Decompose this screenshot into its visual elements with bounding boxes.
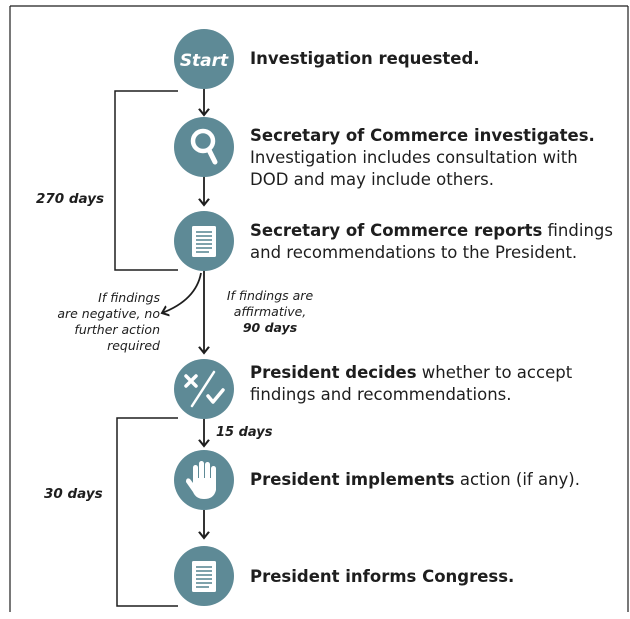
affirmative-branch-note: If findings are affirmative, 90 days — [210, 288, 330, 336]
negative-note-line-3: further action — [74, 322, 160, 337]
negative-note-line-1: If findings — [98, 290, 160, 305]
step-4-text: President decides whether to accept find… — [250, 362, 572, 406]
document-icon-2 — [174, 546, 234, 606]
step-3-rest: findings — [542, 221, 613, 240]
negative-note-line-2: are negative, no — [57, 306, 160, 321]
step-3-line2: and recommendations to the President. — [250, 243, 578, 262]
negative-branch-note: If findings are negative, no further act… — [28, 290, 160, 354]
bracket-270-days-label: 270 days — [36, 191, 105, 207]
step-5-rest: action (if any). — [454, 470, 580, 489]
bracket-30-days — [116, 417, 178, 607]
step-1-bold: Investigation requested. — [250, 49, 480, 68]
step-4-rest: whether to accept — [416, 363, 573, 382]
negative-note-line-4: required — [107, 338, 160, 353]
affirmative-note-line-2: affirmative, — [233, 304, 307, 319]
step-3-bold: Secretary of Commerce reports — [250, 221, 543, 240]
step-5-text: President implements action (if any). — [250, 469, 580, 491]
affirmative-note-line-1: If findings are — [226, 288, 314, 303]
step-6-bold: President informs Congress. — [250, 567, 515, 586]
step-2-text: Secretary of Commerce investigates. Inve… — [250, 125, 595, 191]
start-icon: Start — [174, 29, 234, 89]
step-5-bold: President implements — [250, 470, 455, 489]
step-6-text: President informs Congress. — [250, 566, 514, 588]
hand-icon — [174, 450, 234, 510]
document-icon — [174, 211, 234, 271]
step-2-line3: DOD and may include others. — [250, 170, 494, 189]
svg-text:Start: Start — [180, 51, 229, 71]
bracket-270-days — [114, 90, 178, 271]
affirmative-note-days: 90 days — [242, 320, 298, 335]
short-gap-label: 15 days — [216, 425, 273, 440]
check-x-icon — [174, 359, 234, 419]
step-2-bold: Secretary of Commerce investigates. — [250, 126, 595, 145]
step-2-line2: Investigation includes consultation with — [250, 148, 578, 167]
step-3-text: Secretary of Commerce reports findings a… — [250, 220, 613, 264]
step-4-bold: President decides — [250, 363, 417, 382]
magnifier-icon — [174, 117, 234, 177]
step-4-line2: findings and recommendations. — [250, 385, 512, 404]
bracket-30-days-label: 30 days — [44, 486, 103, 502]
step-1-text: Investigation requested. — [250, 48, 480, 70]
negative-branch-arrow — [162, 272, 202, 313]
